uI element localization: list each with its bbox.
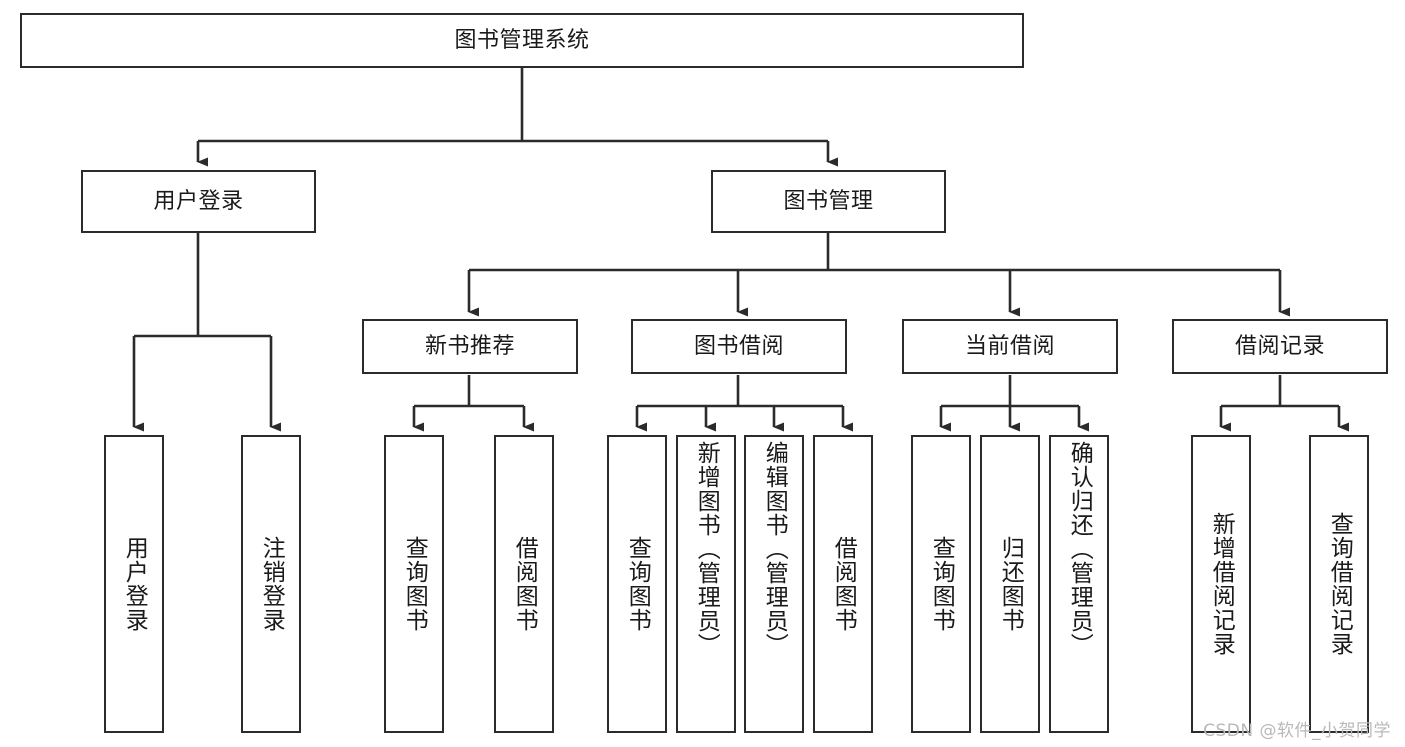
node-borrow-records[interactable]: 借阅记录 (1172, 319, 1388, 374)
node-current-borrow-label: 当前借阅 (964, 333, 1055, 359)
leaf-add-borrow-record[interactable]: 新增借阅记录 (1191, 435, 1251, 733)
leaf-query-book-current[interactable]: 查询图书 (911, 435, 971, 733)
leaf-confirm-return-admin-label: 确认归还（管理员） (1066, 441, 1093, 657)
node-new-book-recommend[interactable]: 新书推荐 (362, 319, 578, 374)
leaf-query-book-newbook-label: 查询图书 (401, 536, 428, 632)
leaf-return-book[interactable]: 归还图书 (980, 435, 1040, 733)
node-book-management[interactable]: 图书管理 (711, 170, 946, 233)
leaf-query-book-newbook[interactable]: 查询图书 (384, 435, 444, 733)
node-root-book-management-system[interactable]: 图书管理系统 (20, 13, 1024, 68)
node-book-management-label: 图书管理 (783, 188, 874, 214)
leaf-borrow-book-borrow[interactable]: 借阅图书 (813, 435, 873, 733)
leaf-query-borrow-record-label: 查询借阅记录 (1326, 512, 1353, 656)
leaf-borrow-book-borrow-label: 借阅图书 (830, 536, 857, 632)
leaf-query-borrow-record[interactable]: 查询借阅记录 (1309, 435, 1369, 733)
leaf-borrow-book-newbook-label: 借阅图书 (511, 536, 538, 632)
node-user-login-label: 用户登录 (153, 188, 244, 214)
leaf-query-book-borrow[interactable]: 查询图书 (607, 435, 667, 733)
node-new-book-recommend-label: 新书推荐 (424, 333, 515, 359)
watermark-text: CSDN @软件_小贺同学 (1203, 721, 1391, 741)
node-user-login[interactable]: 用户登录 (81, 170, 316, 233)
node-root-label: 图书管理系统 (454, 27, 590, 53)
leaf-add-book-admin-label: 新增图书（管理员） (693, 441, 720, 657)
node-book-borrow[interactable]: 图书借阅 (631, 319, 847, 374)
leaf-logout-label: 注销登录 (258, 536, 285, 632)
leaf-add-book-admin[interactable]: 新增图书（管理员） (676, 435, 736, 733)
node-borrow-records-label: 借阅记录 (1234, 333, 1325, 359)
leaf-add-borrow-record-label: 新增借阅记录 (1208, 512, 1235, 656)
node-current-borrow[interactable]: 当前借阅 (902, 319, 1118, 374)
leaf-borrow-book-newbook[interactable]: 借阅图书 (494, 435, 554, 733)
leaf-query-book-current-label: 查询图书 (928, 536, 955, 632)
leaf-edit-book-admin[interactable]: 编辑图书（管理员） (744, 435, 804, 733)
leaf-user-login[interactable]: 用户登录 (104, 435, 164, 733)
node-book-borrow-label: 图书借阅 (693, 333, 784, 359)
leaf-user-login-label: 用户登录 (121, 536, 148, 632)
leaf-logout[interactable]: 注销登录 (241, 435, 301, 733)
leaf-query-book-borrow-label: 查询图书 (624, 536, 651, 632)
leaf-edit-book-admin-label: 编辑图书（管理员） (761, 441, 788, 657)
leaf-return-book-label: 归还图书 (997, 536, 1024, 632)
leaf-confirm-return-admin[interactable]: 确认归还（管理员） (1049, 435, 1109, 733)
